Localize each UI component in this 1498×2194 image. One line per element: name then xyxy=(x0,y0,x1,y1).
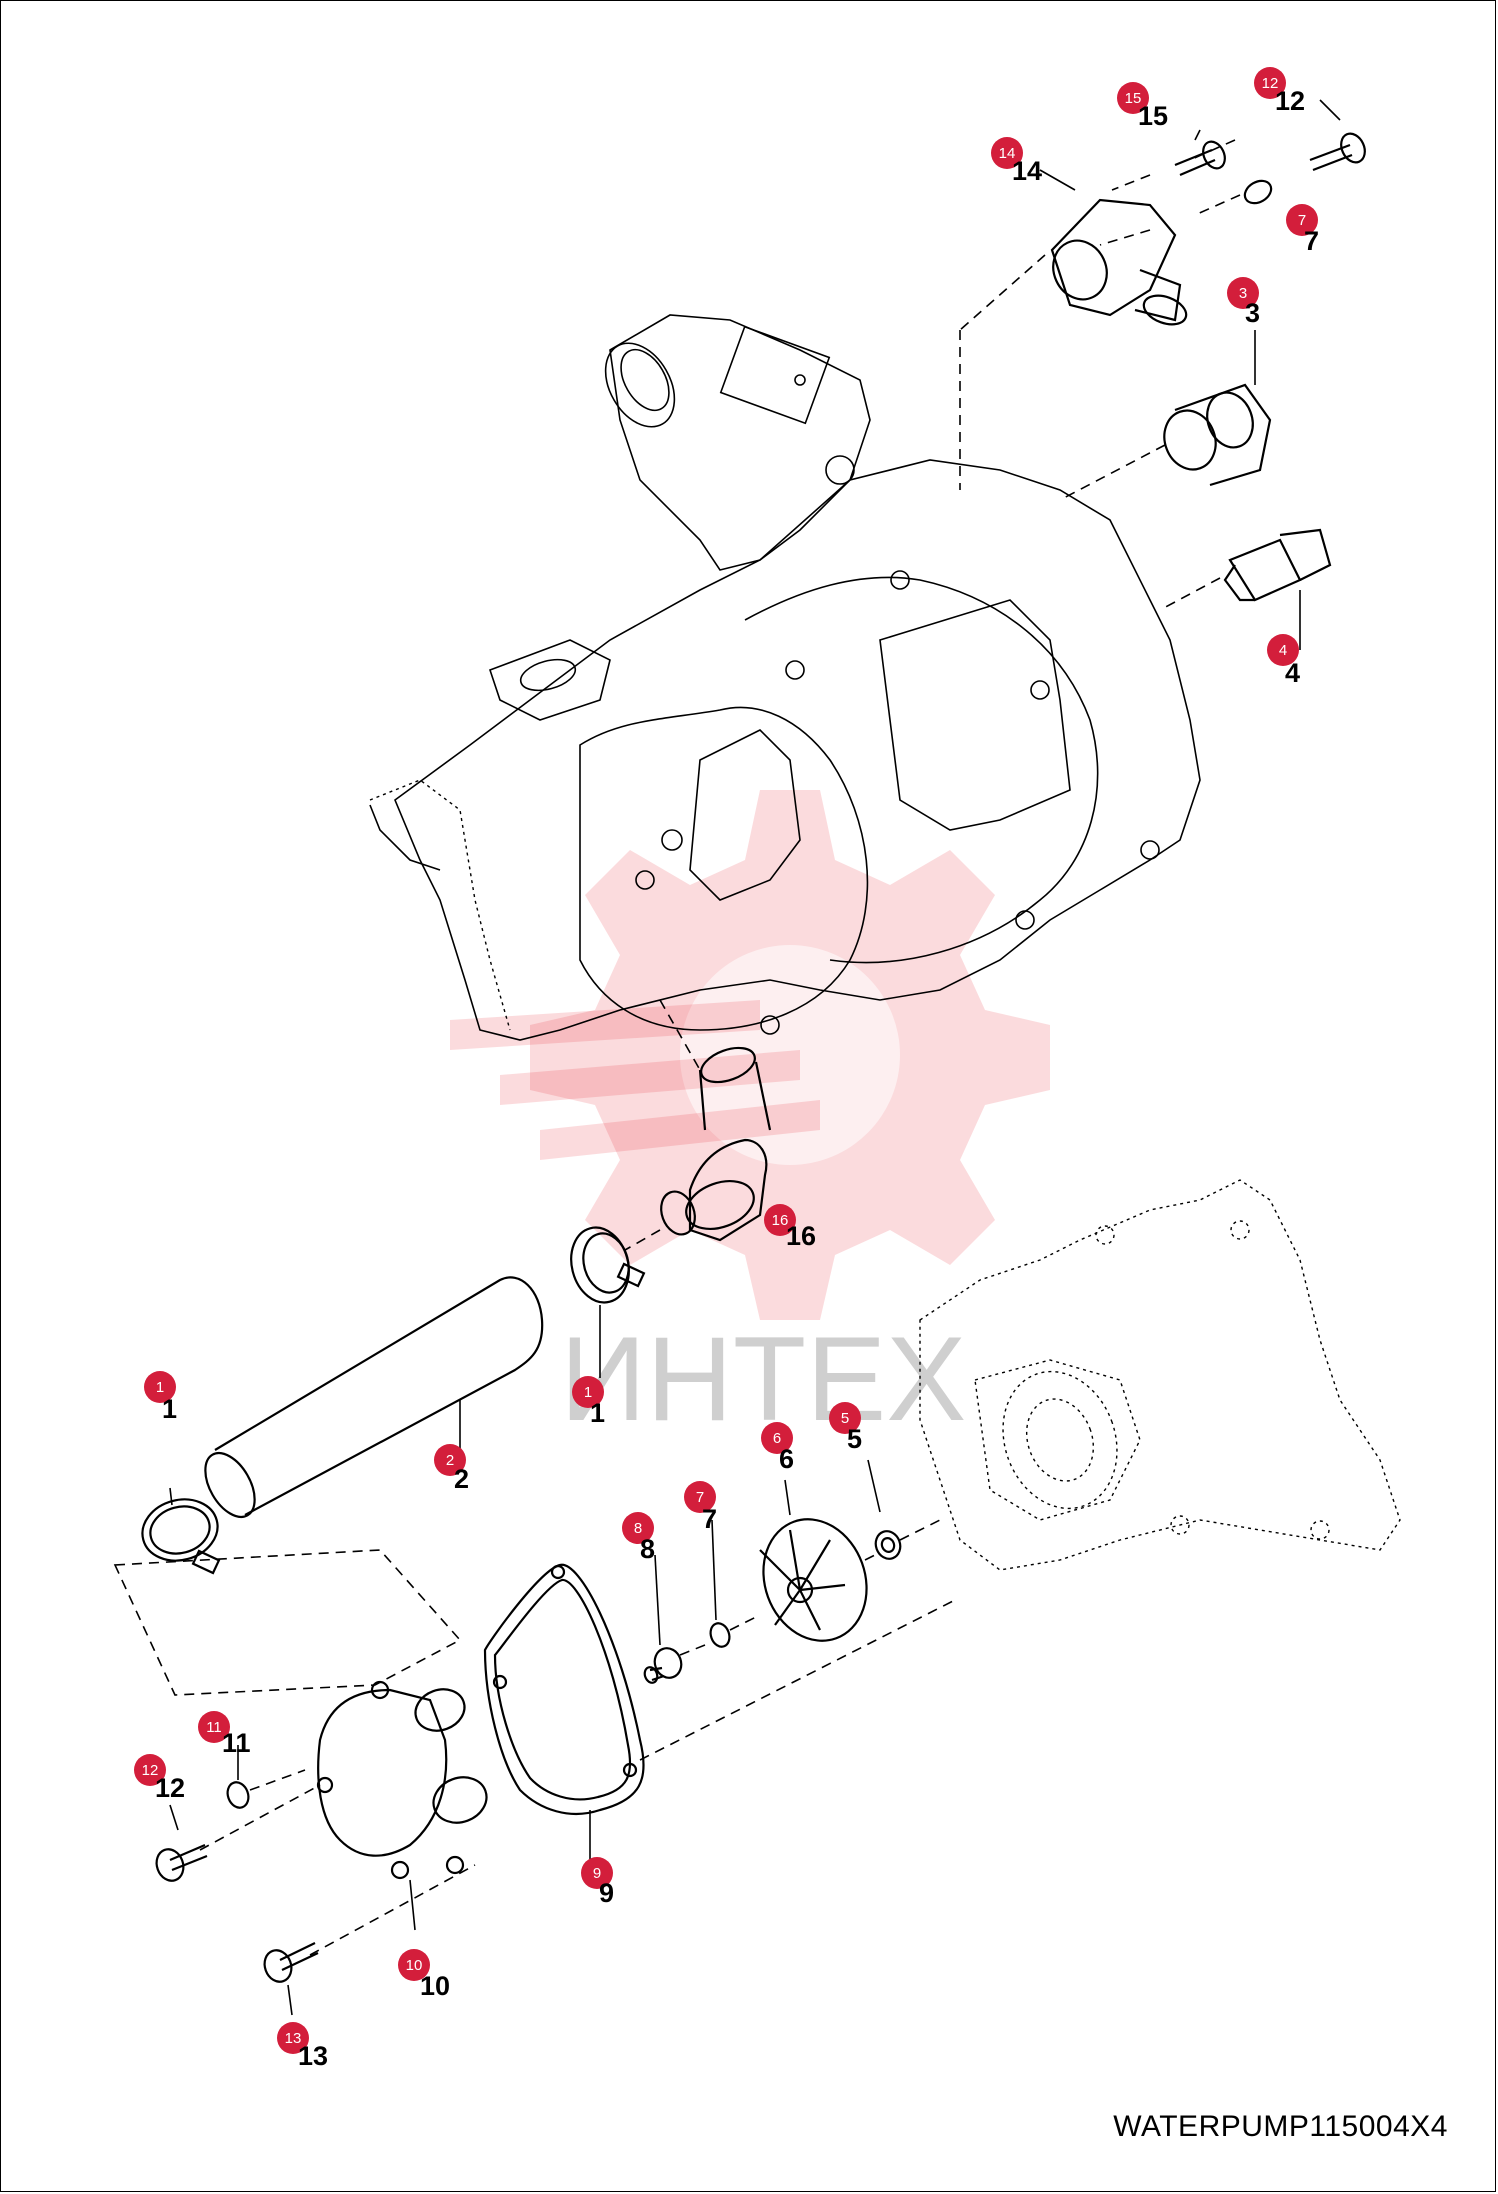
callout-10: 10 10 xyxy=(398,1949,450,2001)
cylinder-head-outline xyxy=(369,459,1201,1041)
callout-badge-text: 12 xyxy=(142,1762,159,1779)
callout-2: 2 2 xyxy=(434,1444,469,1494)
callout-6: 6 6 xyxy=(761,1422,794,1474)
callout-8: 8 8 xyxy=(622,1512,655,1564)
callout-badge-text: 1 xyxy=(156,1379,164,1396)
callout-number: 10 xyxy=(420,1971,450,2001)
callout-number: 15 xyxy=(1138,101,1168,131)
callout-number: 5 xyxy=(847,1424,862,1454)
part-thermostat-cover xyxy=(1050,198,1188,326)
callout-number: 12 xyxy=(155,1773,185,1803)
part-pump-cover xyxy=(316,1680,488,1880)
part-bolt-12-top xyxy=(1309,132,1366,172)
callout-number: 1 xyxy=(590,1398,605,1428)
callout-9: 9 9 xyxy=(581,1857,614,1908)
callout-1-upper: 1 1 xyxy=(572,1376,605,1428)
assembly-lines xyxy=(113,139,1241,1956)
callout-number: 3 xyxy=(1245,298,1260,328)
callout-number: 14 xyxy=(1012,156,1042,186)
part-thermostat xyxy=(1163,383,1272,487)
callout-badge-text: 5 xyxy=(841,1410,849,1427)
callout-4: 4 4 xyxy=(1267,634,1300,688)
callout-badge-text: 4 xyxy=(1279,642,1287,659)
callout-1-lower: 1 1 xyxy=(144,1371,177,1424)
callout-badge-text: 13 xyxy=(285,2030,302,2047)
part-impeller xyxy=(759,1518,868,1642)
part-bolt-13 xyxy=(263,1942,319,1983)
callout-16: 16 16 xyxy=(764,1204,816,1251)
part-hose-clamp-lower xyxy=(141,1498,221,1575)
drawing-code: WATERPUMP115004X4 xyxy=(1113,2110,1448,2143)
callout-badge-text: 14 xyxy=(999,145,1016,162)
callout-badge-text: 16 xyxy=(772,1212,789,1229)
callout-7-upper: 7 7 xyxy=(1286,204,1319,256)
callout-12-upper: 12 12 xyxy=(1254,67,1305,116)
part-hose-clamp-upper xyxy=(570,1226,646,1304)
callout-badge-text: 8 xyxy=(634,1520,642,1537)
callout-number: 12 xyxy=(1275,86,1305,116)
callout-11: 11 11 xyxy=(198,1711,251,1758)
crankcase-outline xyxy=(919,1179,1401,1571)
callout-14: 14 14 xyxy=(991,137,1042,186)
part-bolt-15 xyxy=(1174,140,1226,177)
watermark-text: ИНТЕХ xyxy=(560,1312,966,1446)
intake-manifold-outline xyxy=(488,314,871,721)
part-washer-7-top xyxy=(1243,179,1273,205)
part-washer-7-lower xyxy=(709,1622,731,1648)
callout-badge-text: 7 xyxy=(1298,212,1306,229)
callout-badge-text: 12 xyxy=(1262,75,1279,92)
part-o-ring xyxy=(226,1781,250,1809)
callout-badge-text: 11 xyxy=(206,1719,222,1736)
callout-number: 1 xyxy=(162,1394,177,1424)
callout-number: 11 xyxy=(222,1728,251,1758)
callout-number: 6 xyxy=(779,1444,794,1474)
callout-7-lower: 7 7 xyxy=(684,1481,717,1534)
callout-number: 4 xyxy=(1285,658,1300,688)
callout-number: 7 xyxy=(702,1504,717,1534)
callout-badge-text: 2 xyxy=(446,1452,454,1469)
callout-number: 16 xyxy=(786,1221,816,1251)
callout-badge-text: 6 xyxy=(773,1430,781,1447)
callout-5: 5 5 xyxy=(829,1402,862,1454)
callout-number: 8 xyxy=(640,1534,655,1564)
callout-number: 9 xyxy=(599,1878,614,1908)
callout-3: 3 3 xyxy=(1227,277,1260,328)
callout-12-lower: 12 12 xyxy=(134,1754,185,1803)
callout-15: 15 15 xyxy=(1117,82,1168,131)
part-coolant-hose xyxy=(204,1276,544,1519)
part-temperature-sensor xyxy=(1223,528,1332,602)
callout-badge-text: 15 xyxy=(1125,90,1142,107)
part-oil-seal xyxy=(874,1530,902,1560)
callout-badge-text: 1 xyxy=(584,1384,592,1401)
callout-badge-text: 9 xyxy=(593,1865,601,1882)
watermark-logo: ИНТЕХ xyxy=(450,790,1050,1446)
callout-number: 7 xyxy=(1304,226,1319,256)
part-gasket xyxy=(483,1563,645,1815)
part-elbow-pipe xyxy=(660,1046,772,1242)
callout-number: 13 xyxy=(298,2041,328,2071)
part-bolt-12-lower xyxy=(155,1843,208,1882)
callout-13: 13 13 xyxy=(277,2022,328,2071)
callout-badge-text: 10 xyxy=(406,1957,423,1974)
part-shaft-bolt xyxy=(643,1647,683,1684)
callout-badge-text: 3 xyxy=(1239,285,1247,302)
callout-badge-text: 7 xyxy=(696,1489,704,1506)
callout-number: 2 xyxy=(454,1464,469,1494)
